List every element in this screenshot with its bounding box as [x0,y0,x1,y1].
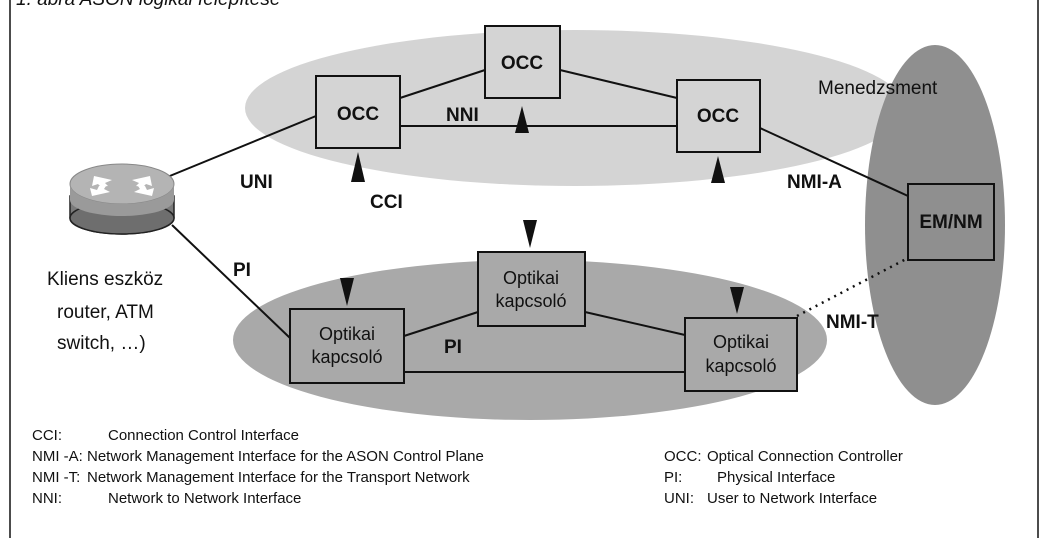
switch-right-box [684,317,798,392]
em-nm-box [907,183,995,261]
cci-arrow-mid [515,106,529,133]
switch-mid-box [477,251,586,327]
legend-left-text-0: Connection Control Interface [108,427,299,444]
occ-top-box [484,25,561,99]
legend-right-text-2: User to Network Interface [707,490,877,507]
cci-arrow-sw-mid [523,220,537,248]
client-line2: router, ATM [57,302,154,323]
occ-left-box [315,75,401,149]
legend-right: OCC: Optical Connection Controller PI: P… [664,448,903,507]
occ-right-box [676,79,761,153]
nmi-t-label: NMI-T [826,312,879,333]
switch-mid-line2: kapcsoló [495,291,566,311]
link-sw-mid-right [584,311,686,336]
router-icon [69,163,175,235]
legend-left-abbr-2: NMI -T: [32,469,80,486]
link-occ-top-right [559,69,678,99]
cci-arrow-right [711,156,725,183]
switch-left-line2: kapcsoló [311,347,382,367]
legend-left-text-3: Network to Network Interface [108,490,301,507]
cci-arrow-left [351,152,365,182]
nni-label: NNI [446,105,479,126]
legend-left-abbr-0: CCI: [32,427,62,444]
nmi-a-label: NMI-A [787,172,842,193]
client-title: Kliens eszköz [47,269,163,290]
switch-right-line1: Optikai [713,332,769,352]
pi-transport-label: PI [444,337,462,358]
legend-right-abbr-0: OCC: [664,448,702,465]
switch-left-box [289,308,405,384]
client-line3: switch, …) [57,333,146,354]
link-pi-client [171,224,291,339]
legend-left-text-2: Network Management Interface for the Tra… [87,469,470,486]
legend-left-abbr-3: NNI: [32,490,62,507]
cci-label: CCI [370,192,403,213]
legend-right-text-0: Optical Connection Controller [707,448,903,465]
uni-label: UNI [240,172,273,193]
legend-left-text-1: Network Management Interface for the ASO… [87,448,484,465]
pi-client-label: PI [233,260,251,281]
legend-right-abbr-2: UNI: [664,490,694,507]
legend-left-abbr-1: NMI -A: [32,448,83,465]
legend-right-abbr-1: PI: [664,469,682,486]
cci-arrow-sw-left [340,278,354,306]
management-label: Menedzsment [818,78,938,99]
occ-top-label: OCC [501,53,544,74]
occ-left-label: OCC [337,104,380,125]
switch-mid-line1: Optikai [503,268,559,288]
switch-right-line2: kapcsoló [705,356,776,376]
em-nm-label: EM/NM [919,212,982,233]
cci-arrow-sw-right [730,287,744,314]
link-nmi-a [759,127,909,197]
link-uni [159,115,317,181]
link-occ-left-top [399,69,486,99]
occ-right-label: OCC [697,106,740,127]
legend-right-text-1: Physical Interface [717,469,835,486]
switch-left-line1: Optikai [319,324,375,344]
links [159,69,909,373]
link-sw-left-mid [403,311,479,337]
legend-left: CCI: Connection Control Interface NMI -A… [32,427,484,507]
caption: 1. ábra ASON logikai felépítése [16,0,280,10]
